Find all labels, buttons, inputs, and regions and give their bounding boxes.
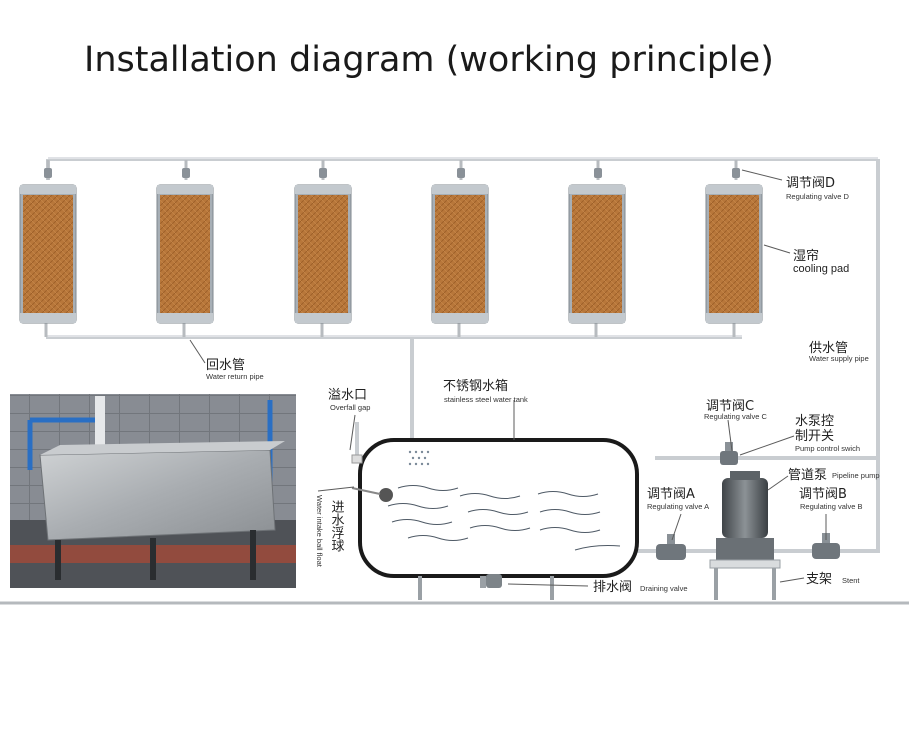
cooling-pad <box>568 184 626 324</box>
label-return-en: Water return pipe <box>206 372 264 381</box>
pipe-highlights <box>46 157 878 337</box>
cooling-pad <box>431 184 489 324</box>
label-valve-c-cn: 调节阀C <box>706 399 754 414</box>
label-stent-en: Stent <box>842 576 860 585</box>
label-valve-b-cn: 调节阀B <box>799 487 847 502</box>
label-supply-en: Water supply pipe <box>809 354 869 363</box>
label-pad-cn: 湿帘 <box>793 248 819 264</box>
diagram-title: Installation diagram (working principle) <box>84 40 774 80</box>
cooling-pads <box>19 184 763 324</box>
label-valve-a-cn: 调节阀A <box>647 487 695 502</box>
label-pump-cn: 管道泵 <box>788 468 827 483</box>
label-drain-cn: 排水阀 <box>593 580 632 595</box>
label-drain-en: Draining valve <box>640 584 688 593</box>
label-tank-cn: 不锈钢水箱 <box>443 378 508 394</box>
label-pump-switch-cn-1: 水泵控 <box>795 414 834 429</box>
valve-a <box>656 534 686 560</box>
header-valves <box>44 168 740 178</box>
cooling-pad <box>705 184 763 324</box>
label-stent-cn: 支架 <box>806 572 832 587</box>
label-valve-d-en: Regulating valve D <box>786 192 850 201</box>
label-supply-cn: 供水管 <box>809 341 848 356</box>
label-tank-en: stainless steel water tank <box>444 395 528 404</box>
cooling-pad <box>294 184 352 324</box>
tank-photo <box>10 394 296 588</box>
label-intake-en: Water intake ball float <box>315 495 324 568</box>
label-overfall-en: Overfall gap <box>330 403 370 412</box>
pipe-network <box>0 157 909 605</box>
callout-lines <box>189 169 827 587</box>
cooling-pad <box>19 184 77 324</box>
pad-feed-pipes <box>46 160 738 180</box>
valve-c <box>720 442 738 465</box>
label-return-cn: 回水管 <box>206 358 245 373</box>
label-pad-en: cooling pad <box>793 263 849 275</box>
label-pump-en: Pipeline pump <box>832 471 880 480</box>
float-ball <box>379 488 393 502</box>
label-valve-d-cn: 调节阀D <box>786 176 835 191</box>
label-valve-a-en: Regulating valve A <box>647 502 709 511</box>
label-pump-switch-en: Pump control swich <box>795 444 860 453</box>
drain-valve <box>480 574 502 588</box>
pipeline-pump <box>709 471 781 600</box>
label-overfall-cn: 溢水口 <box>328 388 367 403</box>
label-valve-b-en: Regulating valve B <box>800 502 863 511</box>
cooling-pad <box>156 184 214 324</box>
label-intake-cn: 进水浮球 <box>329 500 345 552</box>
label-valve-c-en: Regulating valve C <box>704 412 768 421</box>
label-pump-switch-cn-2: 制开关 <box>795 429 834 444</box>
pad-drain-pipes <box>44 322 736 337</box>
